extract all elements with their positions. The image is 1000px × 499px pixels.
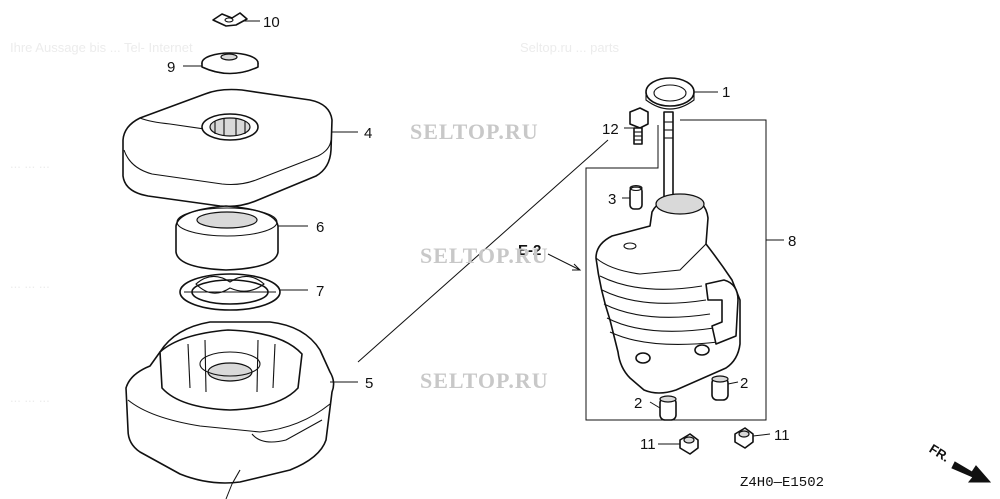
nut-part-b[interactable] (734, 427, 754, 449)
collar-part[interactable] (629, 184, 643, 210)
front-arrow-icon (951, 461, 992, 483)
reference-label: E-2 (518, 242, 541, 259)
wing-nut-part[interactable] (212, 12, 248, 27)
nut-part-a[interactable] (679, 433, 699, 455)
svg-text:... ... ...: ... ... ... (10, 276, 50, 291)
packing-part-a[interactable] (659, 395, 677, 421)
seal-part[interactable] (645, 77, 695, 110)
packing-part-b[interactable] (711, 375, 729, 401)
callout-9: 9 (167, 59, 175, 76)
svg-text:Seltop.ru ... parts: Seltop.ru ... parts (520, 40, 619, 55)
callout-2a: 2 (740, 375, 748, 392)
watermark-top: SELTOP.RU (410, 119, 539, 144)
callout-10: 10 (263, 14, 280, 31)
callout-6: 6 (316, 219, 324, 236)
watermark-bottom: SELTOP.RU (420, 368, 549, 393)
right-leaders (547, 91, 784, 445)
front-direction-indicator: FR. (927, 441, 992, 483)
callout-1: 1 (722, 84, 730, 101)
callout-5: 5 (365, 375, 373, 392)
callout-12: 12 (602, 121, 619, 138)
callout-4: 4 (364, 125, 372, 142)
callout-11b: 11 (774, 427, 790, 444)
background-noise: Ihre Aussage bis ... Tel- Internet Selto… (10, 40, 619, 405)
element-part[interactable] (175, 205, 279, 271)
bolt-part[interactable] (629, 107, 649, 145)
diagram-code: Z4H0—E1502 (740, 475, 824, 491)
callout-8: 8 (788, 233, 796, 250)
direction-label: FR. (927, 441, 953, 465)
connection-leader (357, 139, 609, 363)
callout-11a: 11 (640, 436, 656, 453)
callout-labels: 10 9 4 6 7 5 1 12 3 8 2 2 11 11 E-2 (167, 14, 796, 453)
watermarks: SELTOP.RU SELTOP.RU SELTOP.RU (410, 119, 549, 393)
watermark-middle: SELTOP.RU (420, 243, 549, 268)
elbow-assembly-part[interactable] (585, 111, 767, 421)
grid-part[interactable] (179, 273, 281, 311)
cover-seal-part[interactable] (201, 52, 259, 75)
svg-text:... ... ...: ... ... ... (10, 156, 50, 171)
callout-7: 7 (316, 283, 324, 300)
svg-text:Ihre Aussage bis ... Tel- Inte: Ihre Aussage bis ... Tel- Internet (10, 40, 193, 55)
air-cleaner-cover-part[interactable] (122, 88, 333, 208)
callout-2b: 2 (634, 395, 642, 412)
callout-3: 3 (608, 191, 616, 208)
air-cleaner-case-part[interactable] (125, 321, 335, 485)
svg-text:... ... ...: ... ... ... (10, 390, 50, 405)
left-leaders (183, 20, 358, 499)
